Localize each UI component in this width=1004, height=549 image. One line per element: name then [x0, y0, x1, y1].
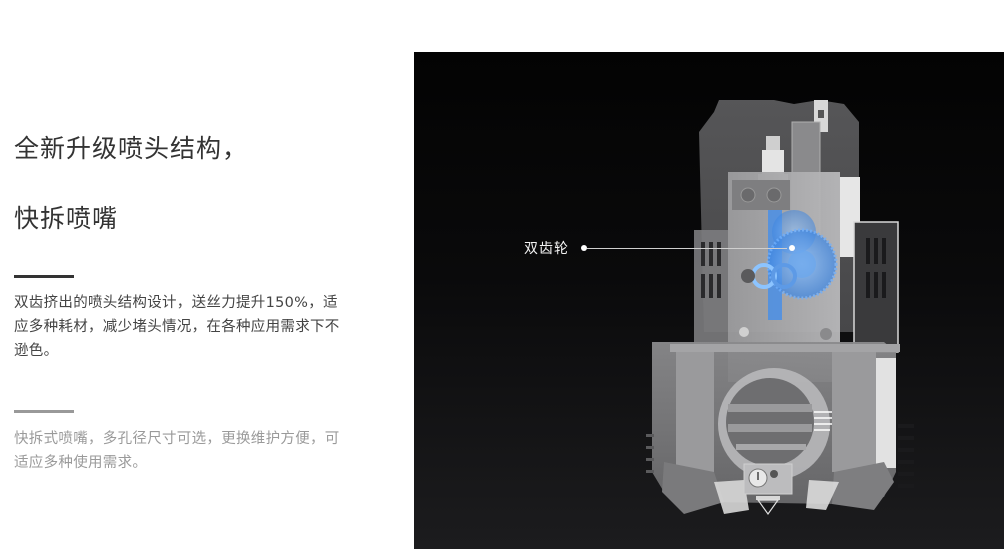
callout-label: 双齿轮 — [524, 241, 569, 257]
feature-description-quick-nozzle: 快拆式喷嘴，多孔径尺寸可选，更换维护方便，可适应多种使用需求。 — [14, 431, 340, 471]
callout-leader-line — [587, 247, 787, 249]
feature-divider-secondary — [14, 410, 74, 413]
dual-gear-callout: 双齿轮 — [524, 238, 787, 258]
product-hero-image: 双齿轮 — [414, 52, 1004, 549]
feature-divider-primary — [14, 275, 74, 278]
feature-description-dual-gear: 双齿挤出的喷头结构设计，送丝力提升150%，适应多种耗材，减少堵头情况，在各种应… — [14, 295, 340, 359]
extruder-render-illustration — [646, 100, 914, 516]
callout-dot-icon — [581, 245, 587, 251]
headline-line-2: 快拆喷嘴 — [14, 204, 119, 233]
feature-text-column: 全新升级喷头结构， 快拆喷嘴 双齿挤出的喷头结构设计，送丝力提升150%，适应多… — [0, 0, 414, 549]
headline-line-1: 全新升级喷头结构， — [14, 134, 249, 163]
